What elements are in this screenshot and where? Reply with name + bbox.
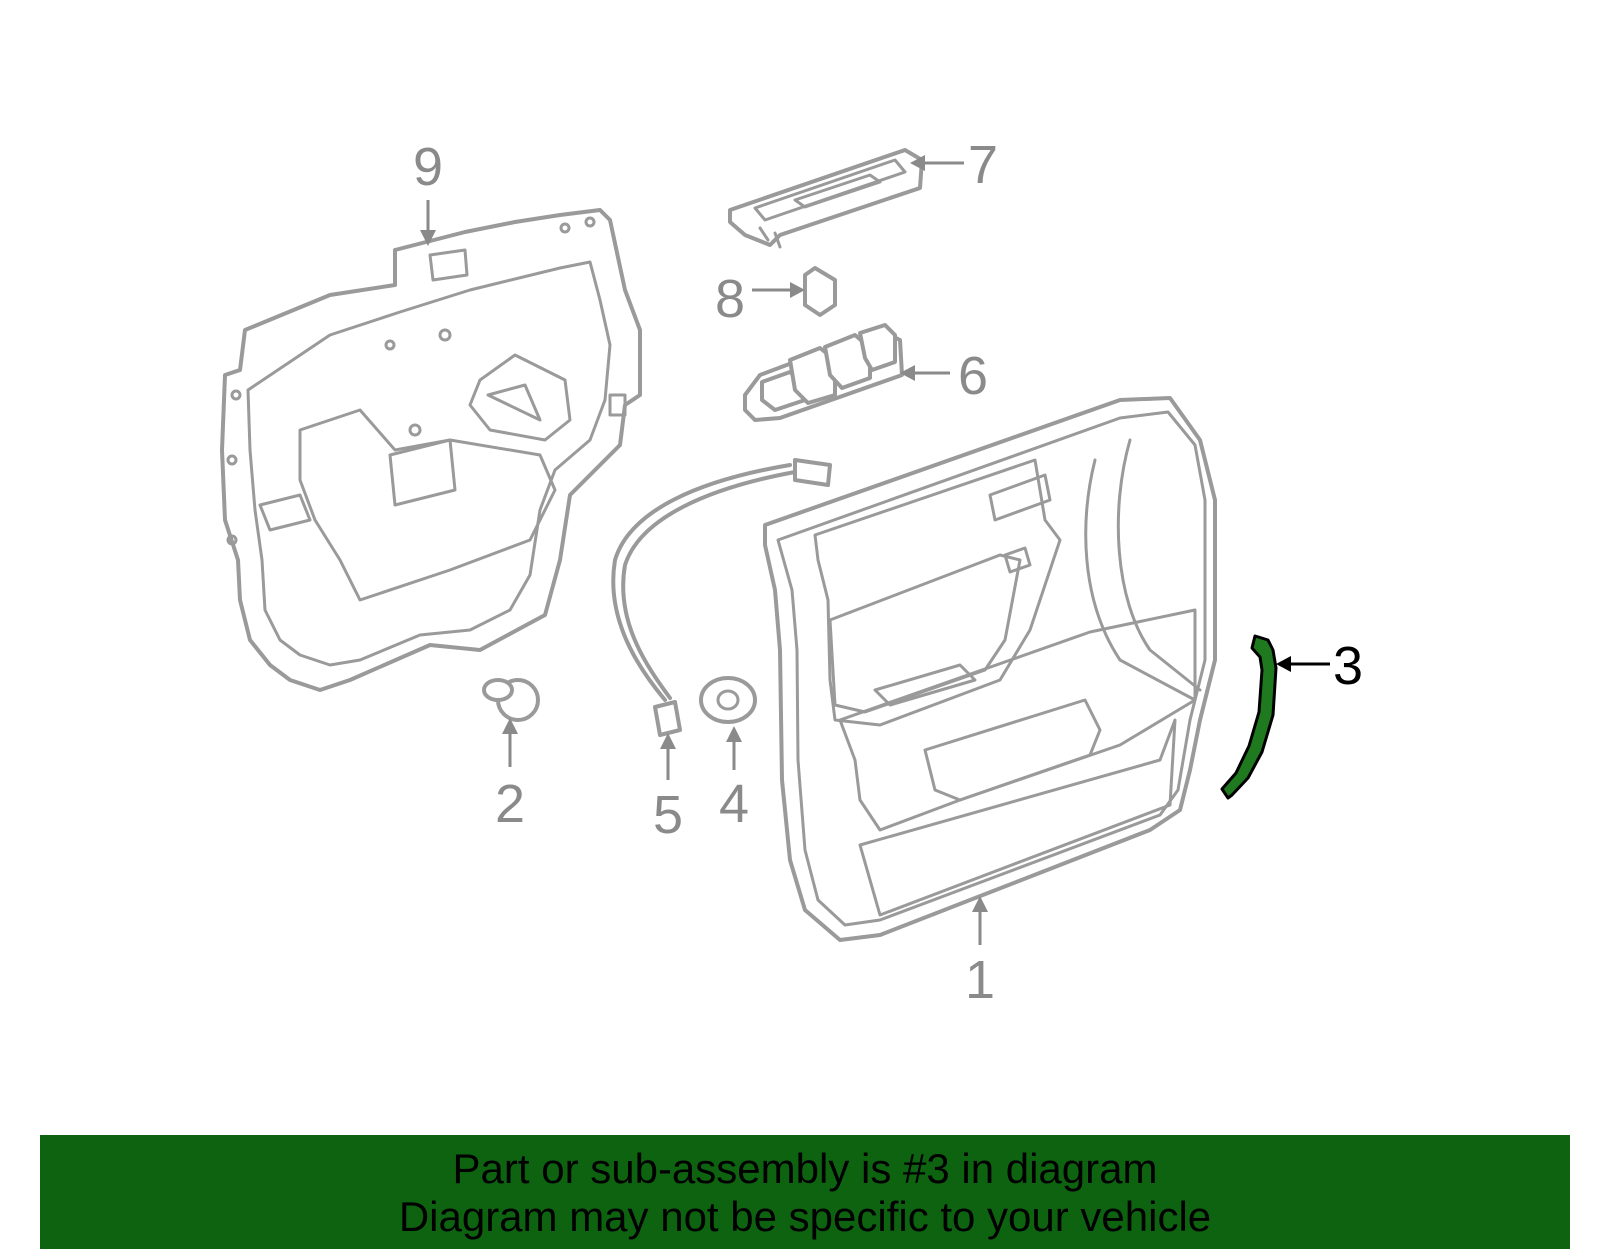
- callout-1: 1: [965, 896, 995, 1010]
- caption-line-2: Diagram may not be specific to your vehi…: [398, 1193, 1212, 1240]
- part-3-highlighted-trim: [1220, 634, 1278, 800]
- callout-7-label: 7: [968, 135, 998, 195]
- part-1-door-trim-panel: [763, 396, 1217, 942]
- callout-8: 8: [715, 269, 805, 329]
- caption-line-1: Part or sub-assembly is #3 in diagram: [452, 1145, 1158, 1192]
- callout-2: 2: [495, 718, 525, 834]
- part-7-switch-bezel: [728, 148, 924, 249]
- caption-banner: Part or sub-assembly is #3 in diagram Di…: [40, 1135, 1570, 1249]
- callout-4-label: 4: [719, 774, 749, 834]
- callout-8-label: 8: [715, 269, 745, 329]
- part-4-grommet: [699, 676, 757, 724]
- callout-6: 6: [900, 346, 988, 406]
- callout-1-label: 1: [965, 950, 995, 1010]
- callout-9: 9: [413, 137, 443, 246]
- callout-3-label: 3: [1333, 636, 1363, 696]
- callout-3: 3: [1276, 636, 1363, 696]
- part-9-door-module: [220, 208, 642, 692]
- callout-5-label: 5: [653, 785, 683, 845]
- callout-6-label: 6: [958, 346, 988, 406]
- callout-9-label: 9: [413, 137, 443, 197]
- part-8-clip: [803, 266, 837, 317]
- callout-7: 7: [910, 135, 998, 195]
- callout-2-label: 2: [495, 774, 525, 834]
- part-6-window-switch: [743, 323, 904, 422]
- callout-4: 4: [719, 726, 749, 834]
- callout-5: 5: [653, 733, 683, 845]
- part-2-push-pin: [482, 678, 540, 722]
- part-5-wire-harness: [611, 458, 832, 737]
